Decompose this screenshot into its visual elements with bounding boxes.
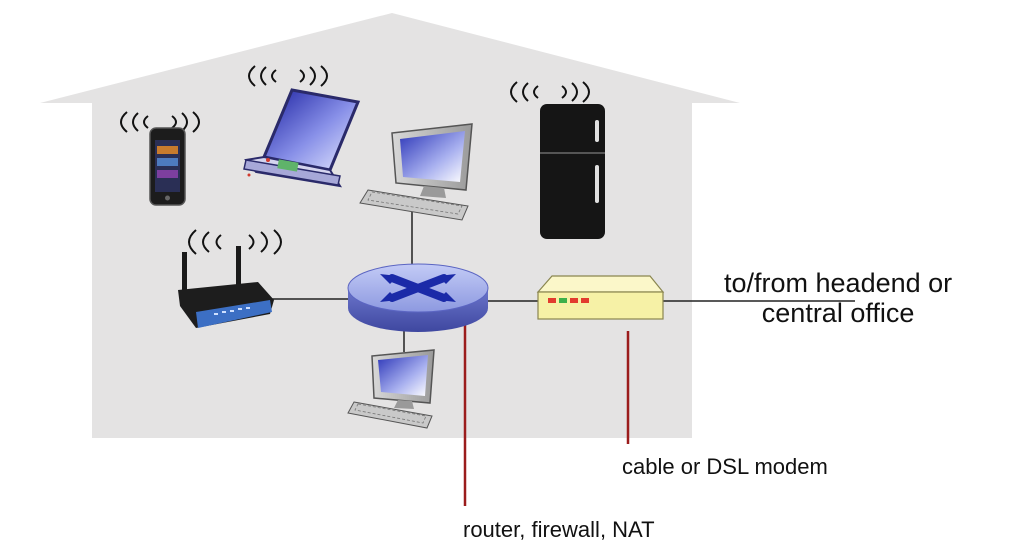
wireless-access-point-icon — [178, 246, 274, 328]
laptop-icon — [243, 88, 361, 188]
modem-led — [548, 298, 556, 303]
network-cables — [270, 208, 855, 352]
headend-label: to/from headend or central office — [724, 268, 952, 328]
router-icon — [347, 263, 489, 332]
modem-icon — [536, 275, 665, 320]
router-label: router, firewall, NAT — [463, 517, 655, 542]
modem-led — [559, 298, 567, 303]
desktop-computer-icon — [359, 123, 473, 221]
callout-lines — [463, 316, 630, 506]
modem-led — [581, 298, 589, 303]
headend-label-line2: central office — [761, 298, 915, 328]
wifi-signal-icon — [188, 229, 282, 255]
wifi-signal-icon — [248, 65, 328, 87]
modem-label: cable or DSL modem — [622, 454, 828, 479]
wifi-signal-icon — [510, 81, 590, 103]
headend-label-line1: to/from headend or — [724, 268, 953, 298]
smartphone-icon — [149, 127, 186, 206]
desktop-computer-icon — [347, 349, 435, 429]
refrigerator-icon — [540, 104, 605, 239]
modem-led — [570, 298, 578, 303]
